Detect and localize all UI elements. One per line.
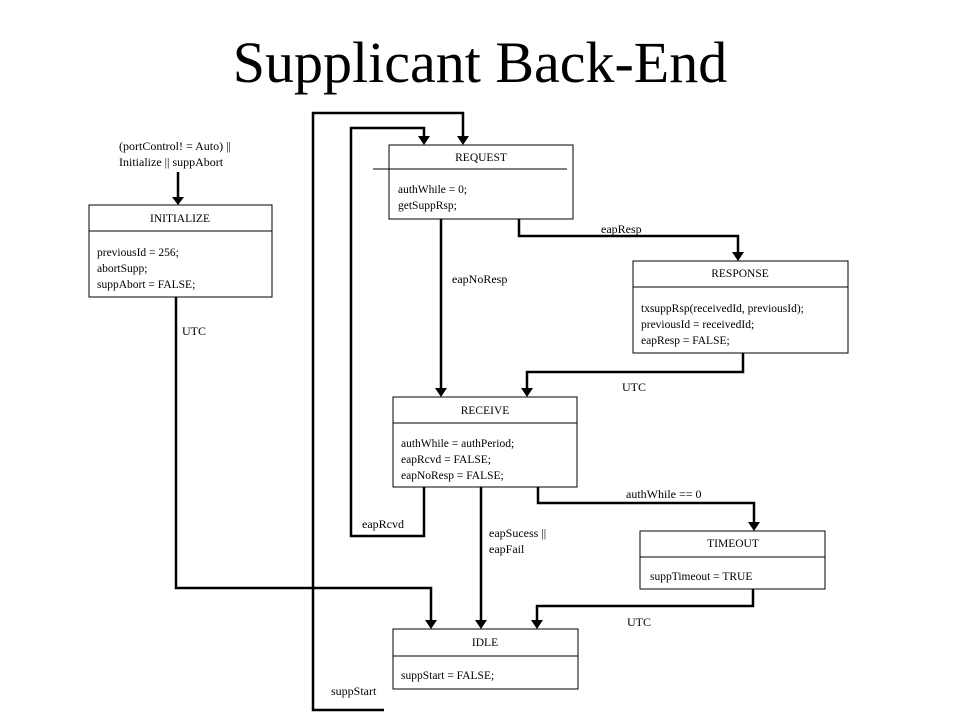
eaprcvd-transition-wire — [349, 126, 426, 538]
state-action: eapResp = FALSE; — [641, 335, 730, 347]
state-action: authWhile = authPeriod; — [401, 438, 514, 450]
state-action: eapRcvd = FALSE; — [401, 454, 491, 466]
state-action: abortSupp; — [97, 263, 147, 275]
init-utc-transition-wire — [174, 297, 433, 621]
state-response: RESPONSE txsuppRsp(receivedId, previousI… — [632, 260, 849, 354]
state-action: suppStart = FALSE; — [401, 670, 494, 682]
response-utc-label: UTC — [622, 380, 646, 394]
suppstart-label: suppStart — [331, 684, 377, 698]
eapresp-transition-wire — [517, 219, 740, 253]
authwhile-label: authWhile == 0 — [626, 487, 702, 501]
global-condition-label: Initialize || suppAbort — [119, 155, 224, 169]
state-action: previousId = receivedId; — [641, 319, 754, 331]
eaprcvd-label: eapRcvd — [362, 517, 404, 531]
timeout-utc-arrowhead — [531, 620, 543, 629]
suppstart-arrowhead — [457, 136, 469, 145]
eapnoresp-arrowhead — [435, 388, 447, 397]
state-action: getSuppRsp; — [398, 200, 457, 212]
state-name: RECEIVE — [461, 405, 510, 417]
eapsuccess-arrowhead — [475, 620, 487, 629]
eapnoresp-label: eapNoResp — [452, 272, 507, 286]
state-request: REQUEST authWhile = 0; getSuppRsp; — [373, 144, 574, 220]
slide-title: Supplicant Back-End — [232, 30, 728, 95]
state-receive: RECEIVE authWhile = authPeriod; eapRcvd … — [392, 396, 578, 488]
timeout-utc-transition-wire — [535, 589, 755, 621]
authwhile-transition-wire — [536, 487, 756, 523]
state-idle: IDLE suppStart = FALSE; — [392, 628, 579, 690]
state-action: eapNoResp = FALSE; — [401, 470, 504, 482]
init-utc-label: UTC — [182, 324, 206, 338]
state-name: TIMEOUT — [707, 538, 759, 550]
state-action: suppAbort = FALSE; — [97, 279, 195, 291]
authwhile-arrowhead — [748, 522, 760, 531]
timeout-utc-label: UTC — [627, 615, 651, 629]
state-name: RESPONSE — [711, 268, 769, 280]
init-utc-arrowhead — [425, 620, 437, 629]
state-action: suppTimeout = TRUE — [650, 571, 752, 583]
global-condition-label: (portControl! = Auto) || — [119, 139, 231, 153]
state-name: INITIALIZE — [150, 213, 210, 225]
state-timeout: TIMEOUT suppTimeout = TRUE — [639, 530, 826, 590]
global-arrowhead — [172, 197, 184, 205]
state-action: previousId = 256; — [97, 247, 179, 259]
state-action: authWhile = 0; — [398, 184, 467, 196]
suppstart-transition-wire — [311, 111, 465, 712]
response-utc-transition-wire — [525, 353, 745, 389]
eapresp-arrowhead — [732, 252, 744, 261]
eapresp-label: eapResp — [601, 222, 642, 236]
eapsuccess-label: eapFail — [489, 542, 525, 556]
response-utc-arrowhead — [521, 388, 533, 397]
eapsuccess-label: eapSucess || — [489, 526, 546, 540]
state-initialize: INITIALIZE previousId = 256; abortSupp; … — [88, 204, 273, 298]
state-name: IDLE — [472, 637, 498, 649]
state-action: txsuppRsp(receivedId, previousId); — [641, 303, 804, 315]
state-name: REQUEST — [455, 152, 507, 164]
eaprcvd-arrowhead — [418, 136, 430, 145]
